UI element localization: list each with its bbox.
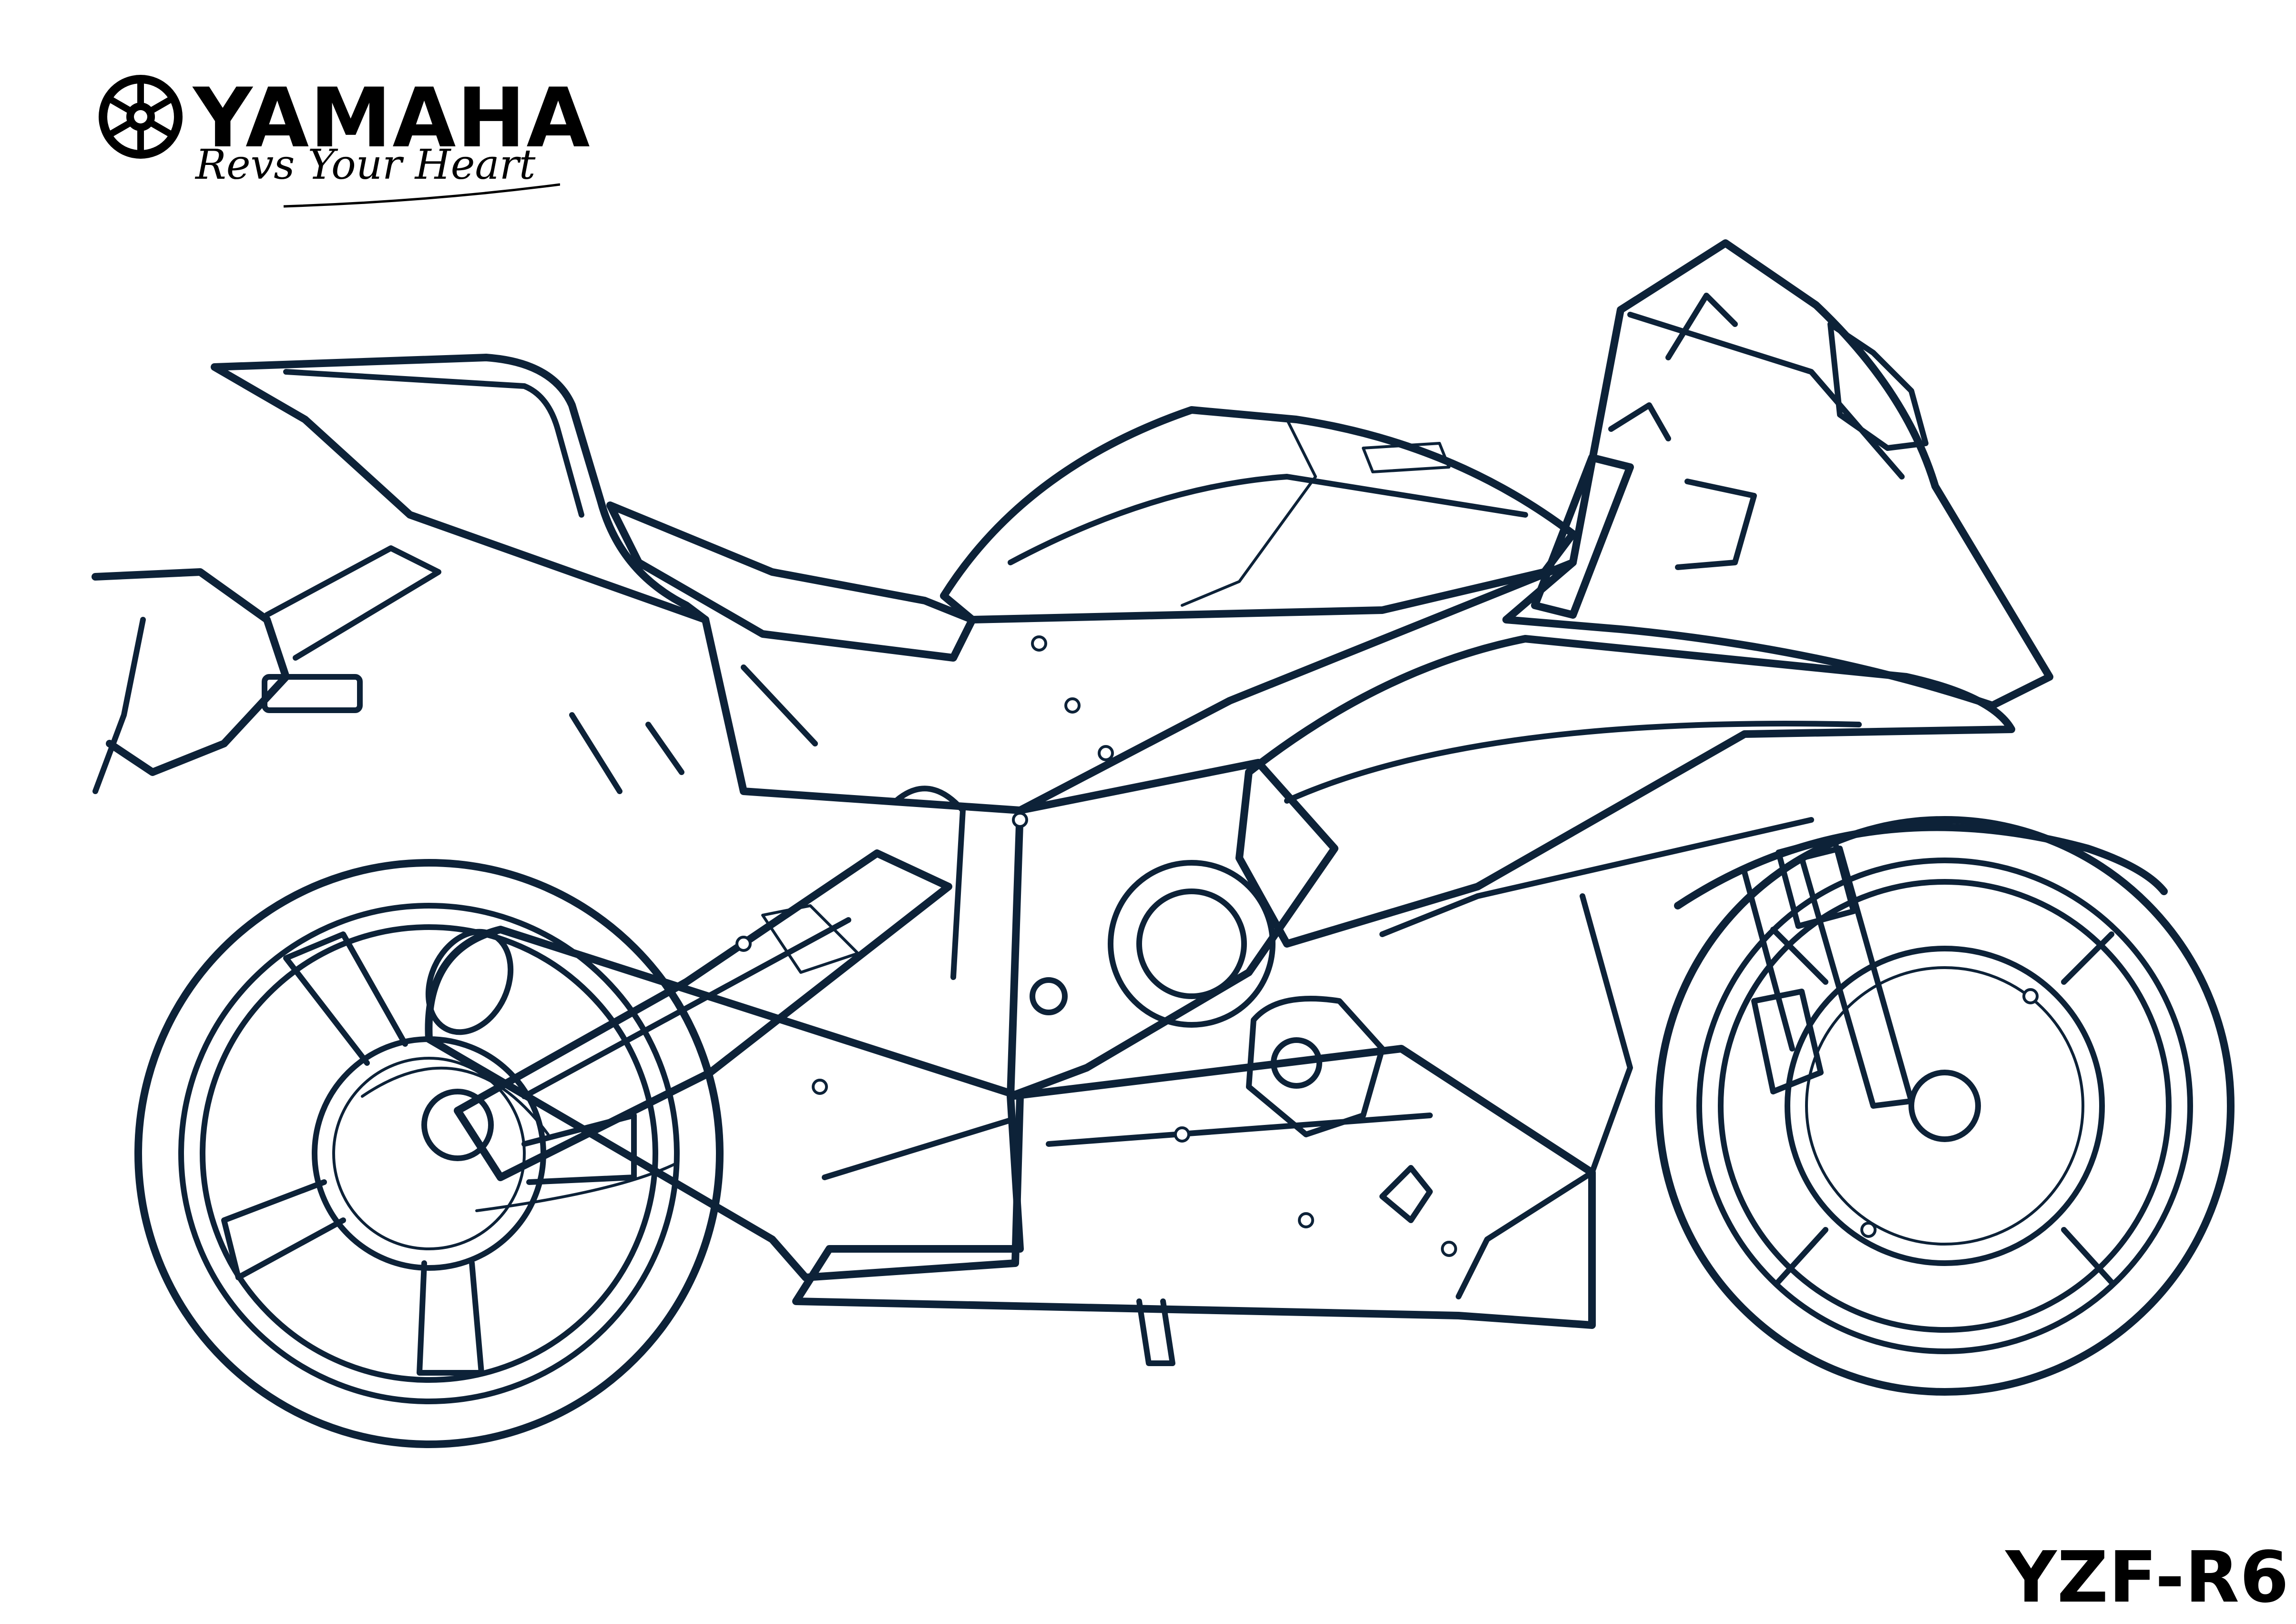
brand-name: YAMAHA [193,70,591,166]
tail-section [92,354,709,794]
exhaust-muffler [425,926,1024,1281]
front-wheel [1655,816,2235,1396]
fastener-dots [735,635,2039,1257]
rear-wheel [134,859,724,1448]
front-fork [1742,835,1914,1109]
lower-cowl [792,1045,1596,1329]
tuning-fork-emblem-icon [99,75,183,159]
handlebar-mirror [1531,293,1757,619]
mid-fairing [1007,759,1385,1137]
front-fairing [1235,239,2053,1299]
fuel-tank [940,406,1577,623]
seat [606,501,976,662]
swingarm [454,849,952,1212]
kickstand [1136,1298,1175,1366]
brand-logo: YAMAHA Revs Your Heart [95,71,590,208]
brand-tagline: Revs Your Heart [195,141,536,189]
tagline-swoosh [283,183,560,208]
frame [569,559,1577,980]
model-name: YZF-R6 [2005,1536,2289,1618]
